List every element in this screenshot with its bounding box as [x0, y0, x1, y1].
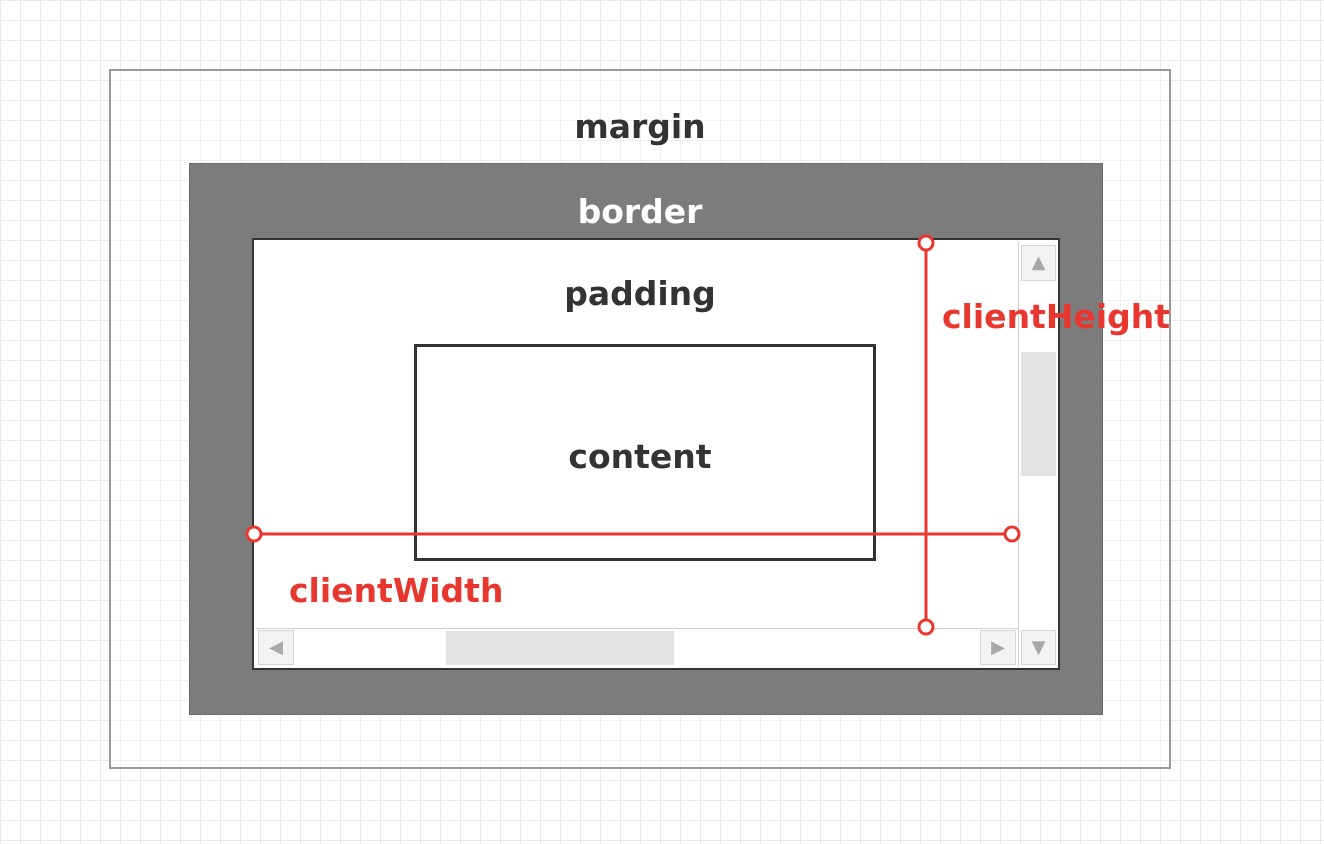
- padding-label: padding: [564, 274, 716, 313]
- arrow-up-icon: ▲: [1031, 252, 1046, 273]
- scroll-right-button[interactable]: ▶: [980, 630, 1016, 665]
- arrow-left-icon: ◀: [269, 636, 283, 658]
- vertical-scroll-thumb[interactable]: [1021, 352, 1056, 476]
- client-height-start-dot: [917, 234, 935, 252]
- client-width-start-dot: [245, 525, 263, 543]
- content-label: content: [568, 437, 712, 476]
- arrow-right-icon: ▶: [991, 636, 1005, 658]
- content-area: [414, 344, 876, 561]
- client-width-end-dot: [1003, 525, 1021, 543]
- client-height-label: clientHeight: [942, 297, 1171, 336]
- scroll-down-button[interactable]: ▼: [1021, 630, 1056, 665]
- client-width-label: clientWidth: [289, 571, 504, 610]
- horizontal-scroll-thumb[interactable]: [446, 631, 674, 665]
- border-label: border: [577, 192, 703, 231]
- scroll-left-button[interactable]: ◀: [258, 630, 294, 665]
- client-height-end-dot: [917, 618, 935, 636]
- scroll-up-button[interactable]: ▲: [1021, 245, 1056, 281]
- margin-label: margin: [574, 107, 706, 146]
- arrow-down-icon: ▼: [1031, 636, 1046, 658]
